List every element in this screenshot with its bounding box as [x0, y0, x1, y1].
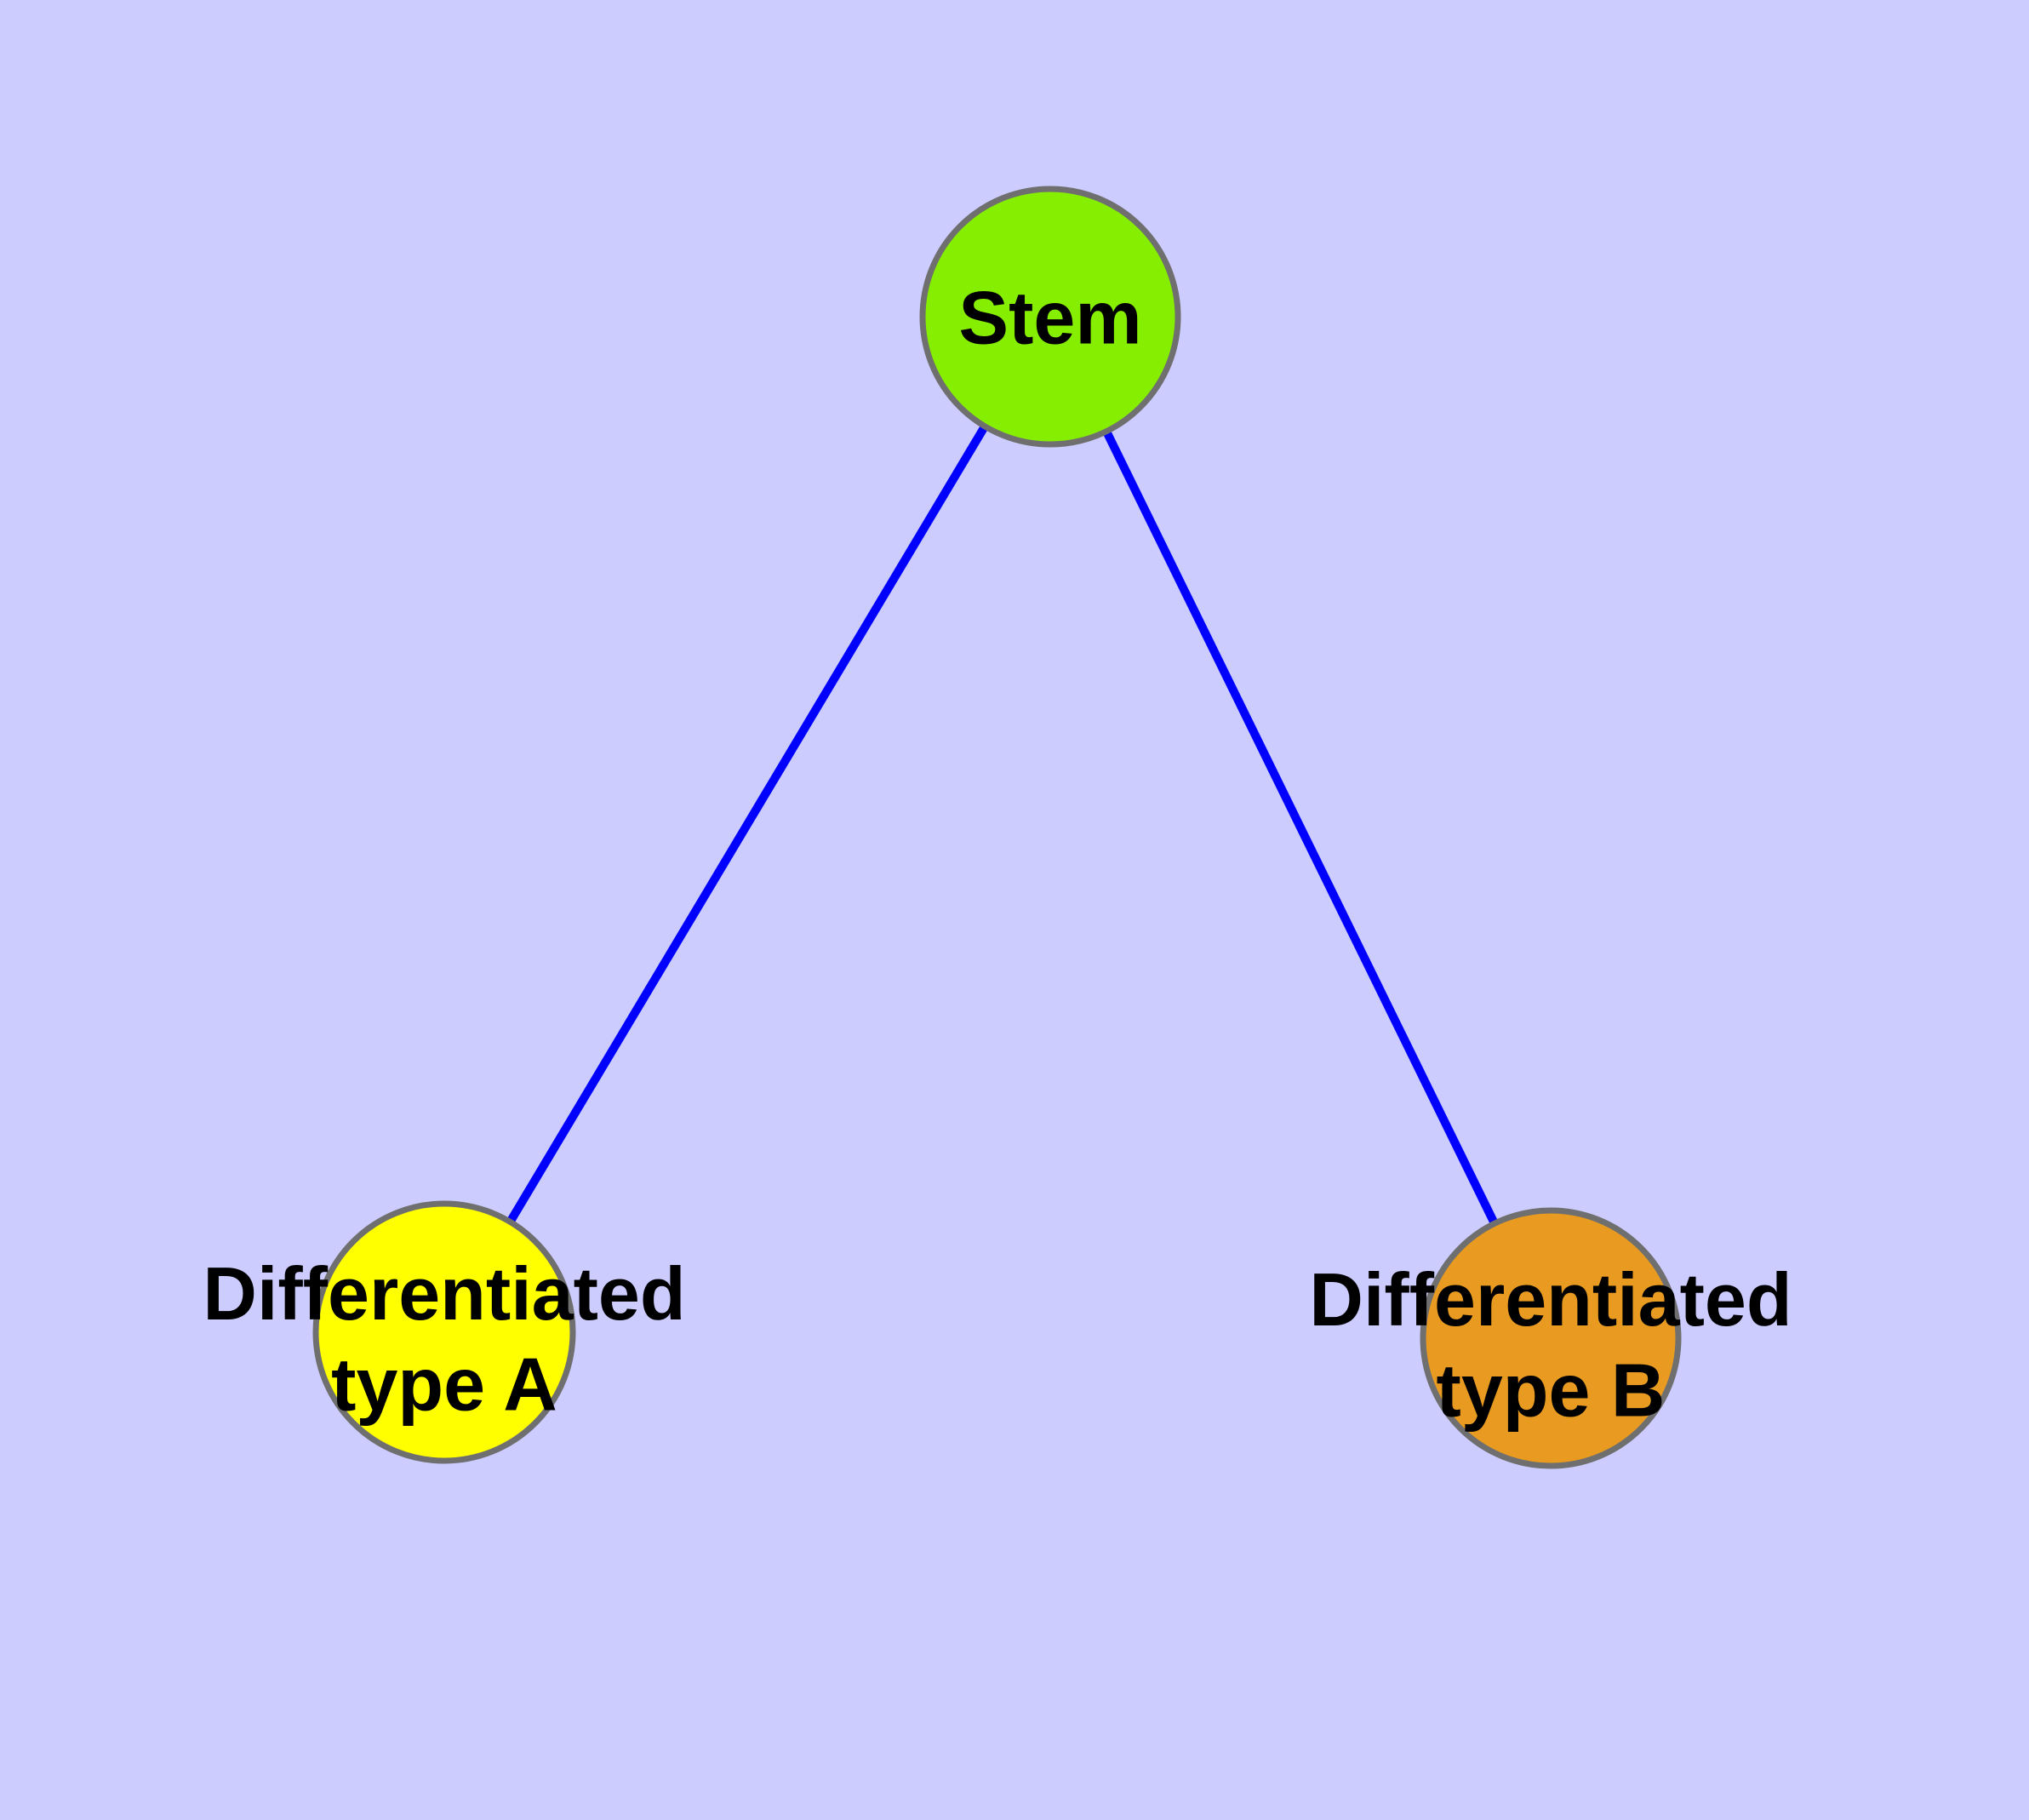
node-label-stem: Stem — [958, 276, 1141, 360]
node-stem — [919, 186, 1181, 448]
nodes — [312, 186, 1682, 1469]
edges — [440, 314, 1555, 1341]
node-differentiated-type-a — [312, 1200, 576, 1464]
node-differentiated-type-b — [1420, 1207, 1682, 1469]
edge-stem-to-typeA — [440, 314, 1055, 1335]
edge-stem-to-typeB — [1046, 314, 1555, 1341]
